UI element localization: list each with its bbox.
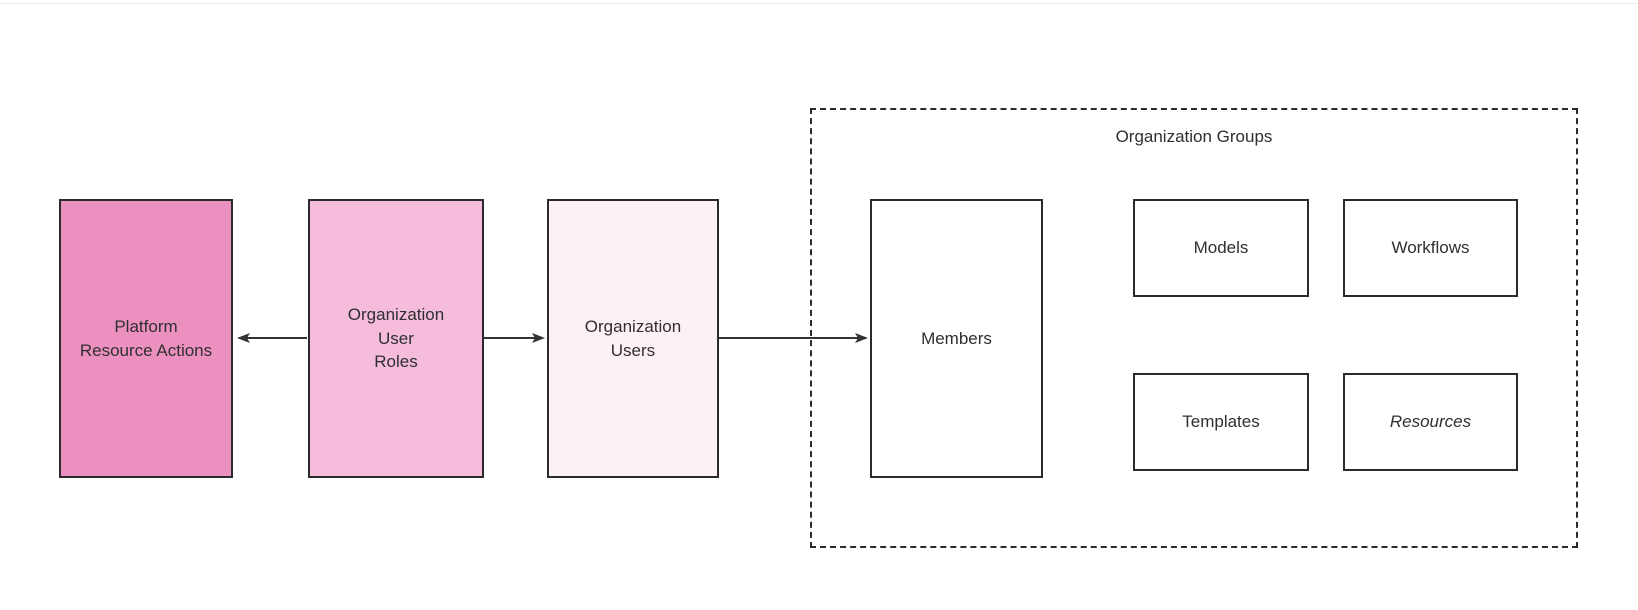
node-templates: Templates [1133, 373, 1309, 471]
node-models: Models [1133, 199, 1309, 297]
node-workflows: Workflows [1343, 199, 1518, 297]
node-resources: Resources [1343, 373, 1518, 471]
node-members: Members [870, 199, 1043, 478]
node-label: Templates [1182, 412, 1260, 432]
node-organization-user-roles: Organization User Roles [308, 199, 484, 478]
node-label: Platform Resource Actions [79, 317, 213, 360]
organization-groups-container: Organization Groups [810, 108, 1578, 548]
node-label: Organization User Roles [347, 305, 445, 372]
group-title: Organization Groups [1115, 127, 1273, 146]
top-divider [0, 3, 1638, 4]
node-label: Workflows [1391, 238, 1470, 258]
node-label: Organization Users [584, 317, 682, 360]
node-organization-users: Organization Users [547, 199, 719, 478]
node-label: Members [921, 328, 992, 348]
node-platform-resource-actions: Platform Resource Actions [59, 199, 233, 478]
node-label: Resources [1389, 412, 1472, 432]
node-label: Models [1193, 238, 1249, 258]
